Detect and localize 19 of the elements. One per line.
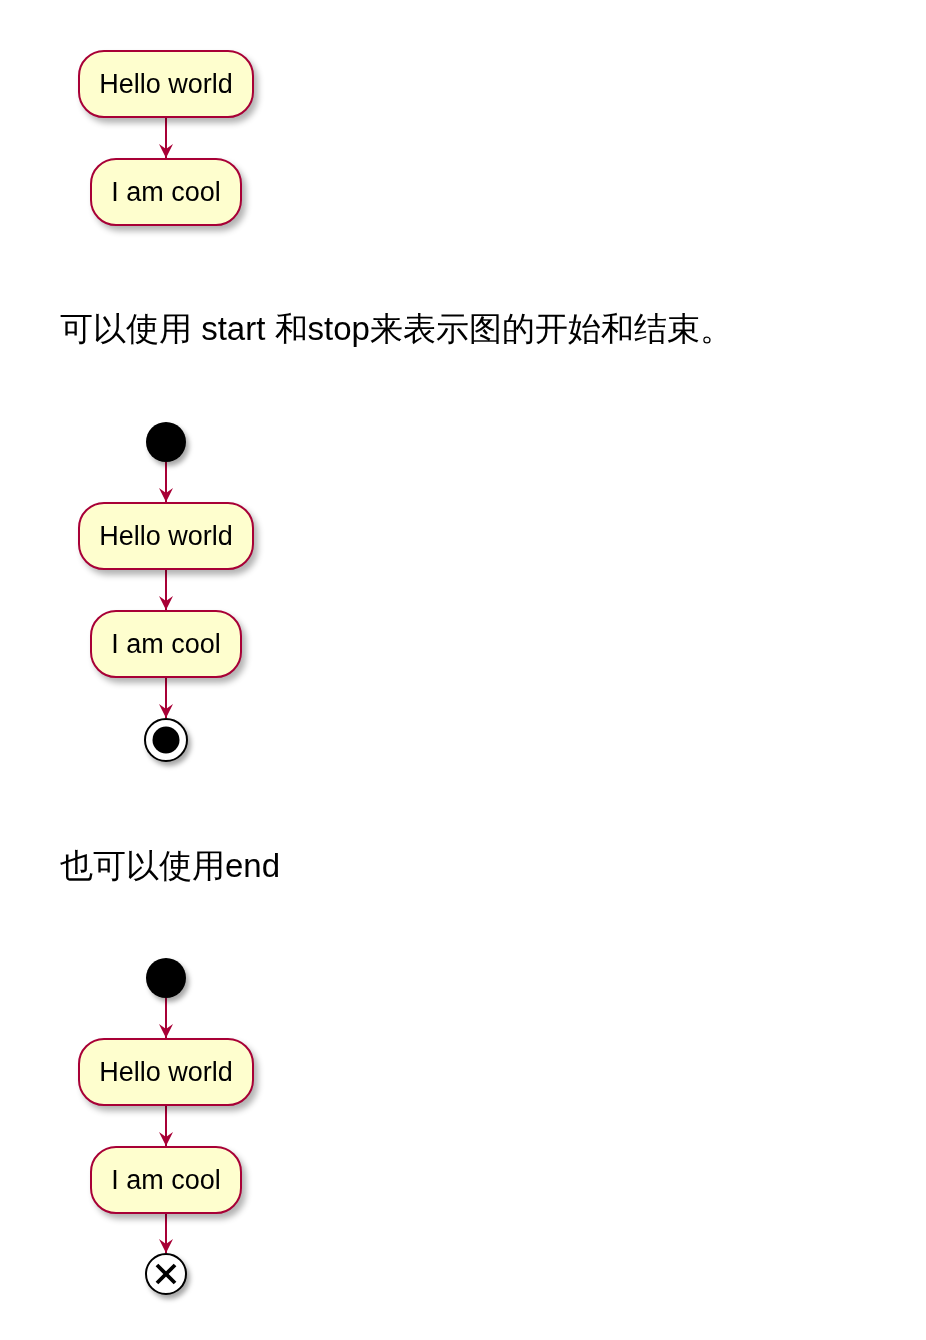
arrow	[159, 1105, 173, 1147]
arrow	[159, 117, 173, 159]
activity-box: Hello world	[78, 50, 254, 118]
arrow	[159, 997, 173, 1039]
arrow	[159, 677, 173, 719]
activity-box: Hello world	[78, 502, 254, 570]
body-text: 也可以使用end	[60, 846, 281, 886]
activity-box: I am cool	[90, 158, 242, 226]
start-circle	[146, 958, 186, 998]
activity-box: I am cool	[90, 610, 242, 678]
body-text: 可以使用 start 和stop来表示图的开始和结束。	[60, 309, 733, 349]
start-circle	[146, 422, 186, 462]
arrow	[159, 569, 173, 611]
activity-box: I am cool	[90, 1146, 242, 1214]
end-circle	[145, 1253, 187, 1295]
arrow	[159, 461, 173, 503]
activity-box: Hello world	[78, 1038, 254, 1106]
stop-circle	[144, 718, 188, 762]
arrow	[159, 1213, 173, 1254]
